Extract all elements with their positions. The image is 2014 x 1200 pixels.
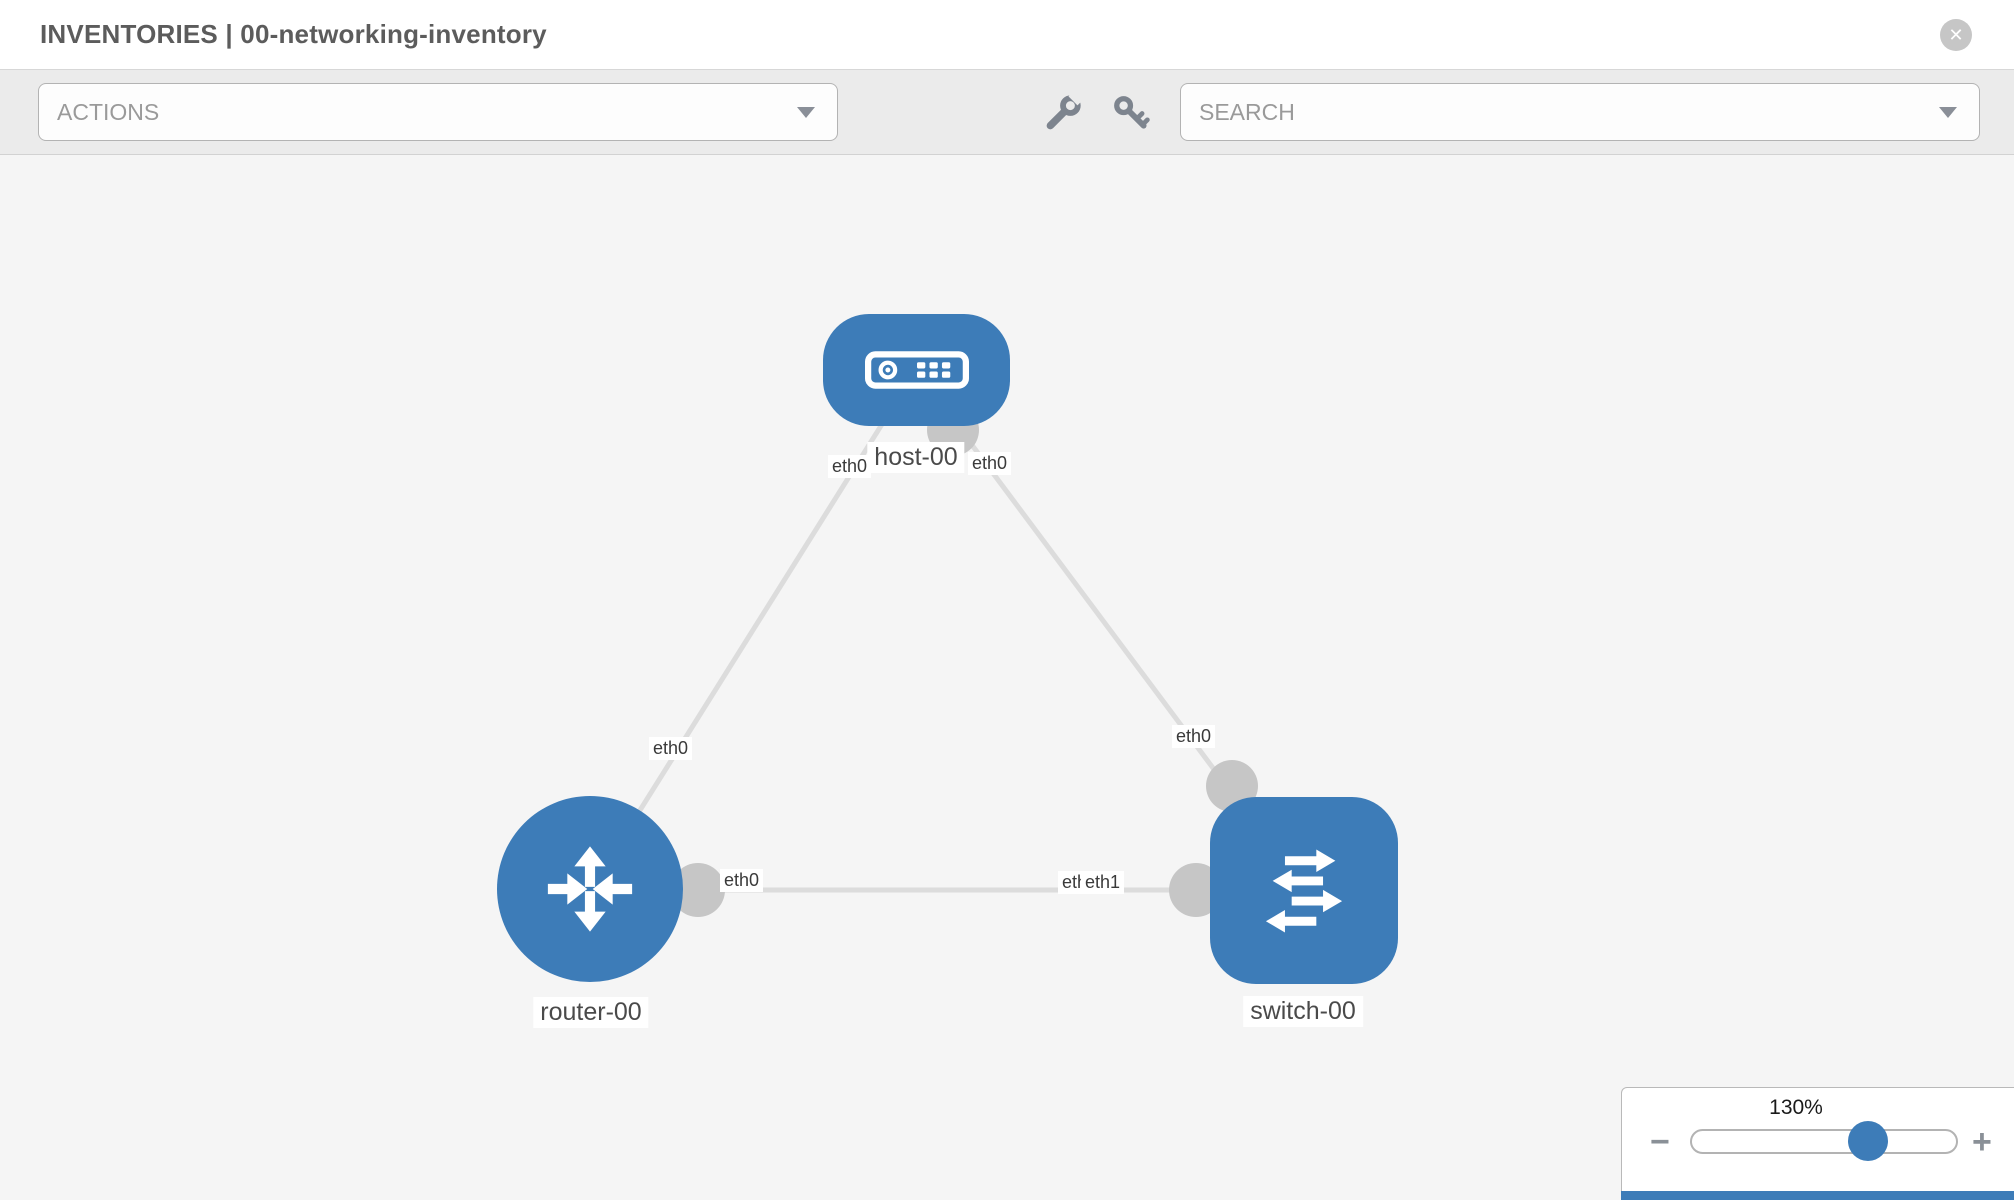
- wrench-icon: [1046, 88, 1085, 130]
- zoom-out-button[interactable]: −: [1650, 1123, 1670, 1161]
- node-label-switch[interactable]: switch-00: [1243, 996, 1363, 1027]
- node-label-host[interactable]: host-00: [867, 442, 965, 473]
- port-router-right[interactable]: [671, 863, 725, 917]
- toolbar: ACTIONS SEARCH: [0, 70, 2014, 155]
- interface-label-switch-top: eth0: [1172, 725, 1216, 748]
- close-icon: ✕: [1948, 24, 1964, 45]
- node-host-00[interactable]: [823, 314, 1010, 426]
- interface-label-router-top: eth0: [649, 737, 693, 760]
- node-switch-00[interactable]: [1210, 797, 1398, 984]
- key-button[interactable]: [1112, 94, 1150, 132]
- panel-header: INVENTORIES | 00-networking-inventory ✕: [0, 0, 2014, 70]
- router-icon: [547, 846, 633, 932]
- search-dropdown[interactable]: SEARCH: [1180, 83, 1980, 141]
- chevron-down-icon: [1939, 106, 1957, 118]
- zoom-slider-track[interactable]: [1690, 1129, 1958, 1154]
- port-switch-left[interactable]: [1169, 863, 1223, 917]
- topology-canvas[interactable]: host-00 router-00 switch-00 eth0 eth0 et…: [0, 155, 2014, 1200]
- host-icon: [864, 351, 969, 389]
- links-layer: [587, 368, 1307, 917]
- zoom-in-button[interactable]: +: [1972, 1123, 1992, 1161]
- zoom-slider-handle[interactable]: [1848, 1121, 1888, 1161]
- search-placeholder: SEARCH: [1199, 98, 1295, 125]
- wrench-button[interactable]: [1044, 88, 1085, 132]
- actions-dropdown-label: ACTIONS: [57, 98, 160, 125]
- chevron-down-icon: [797, 106, 815, 118]
- interface-label-mid-router-end: eth0: [720, 869, 764, 892]
- actions-dropdown[interactable]: ACTIONS: [38, 83, 838, 141]
- node-label-router[interactable]: router-00: [533, 997, 649, 1028]
- zoom-level-value: 130%: [1769, 1096, 1823, 1119]
- zoom-panel: 130% − +: [1621, 1087, 2014, 1200]
- key-icon: [1114, 96, 1150, 129]
- key-button-peek[interactable]: [1621, 1191, 2014, 1200]
- interface-label-host-right: eth0: [968, 452, 1012, 475]
- interface-label-host-left: eth0: [828, 455, 872, 478]
- close-button[interactable]: ✕: [1940, 19, 1972, 51]
- node-router-00[interactable]: [497, 796, 683, 982]
- switch-icon: [1265, 849, 1343, 932]
- page-title: INVENTORIES | 00-networking-inventory: [40, 19, 547, 49]
- interface-label-mid-switch-front: eth1: [1081, 871, 1125, 894]
